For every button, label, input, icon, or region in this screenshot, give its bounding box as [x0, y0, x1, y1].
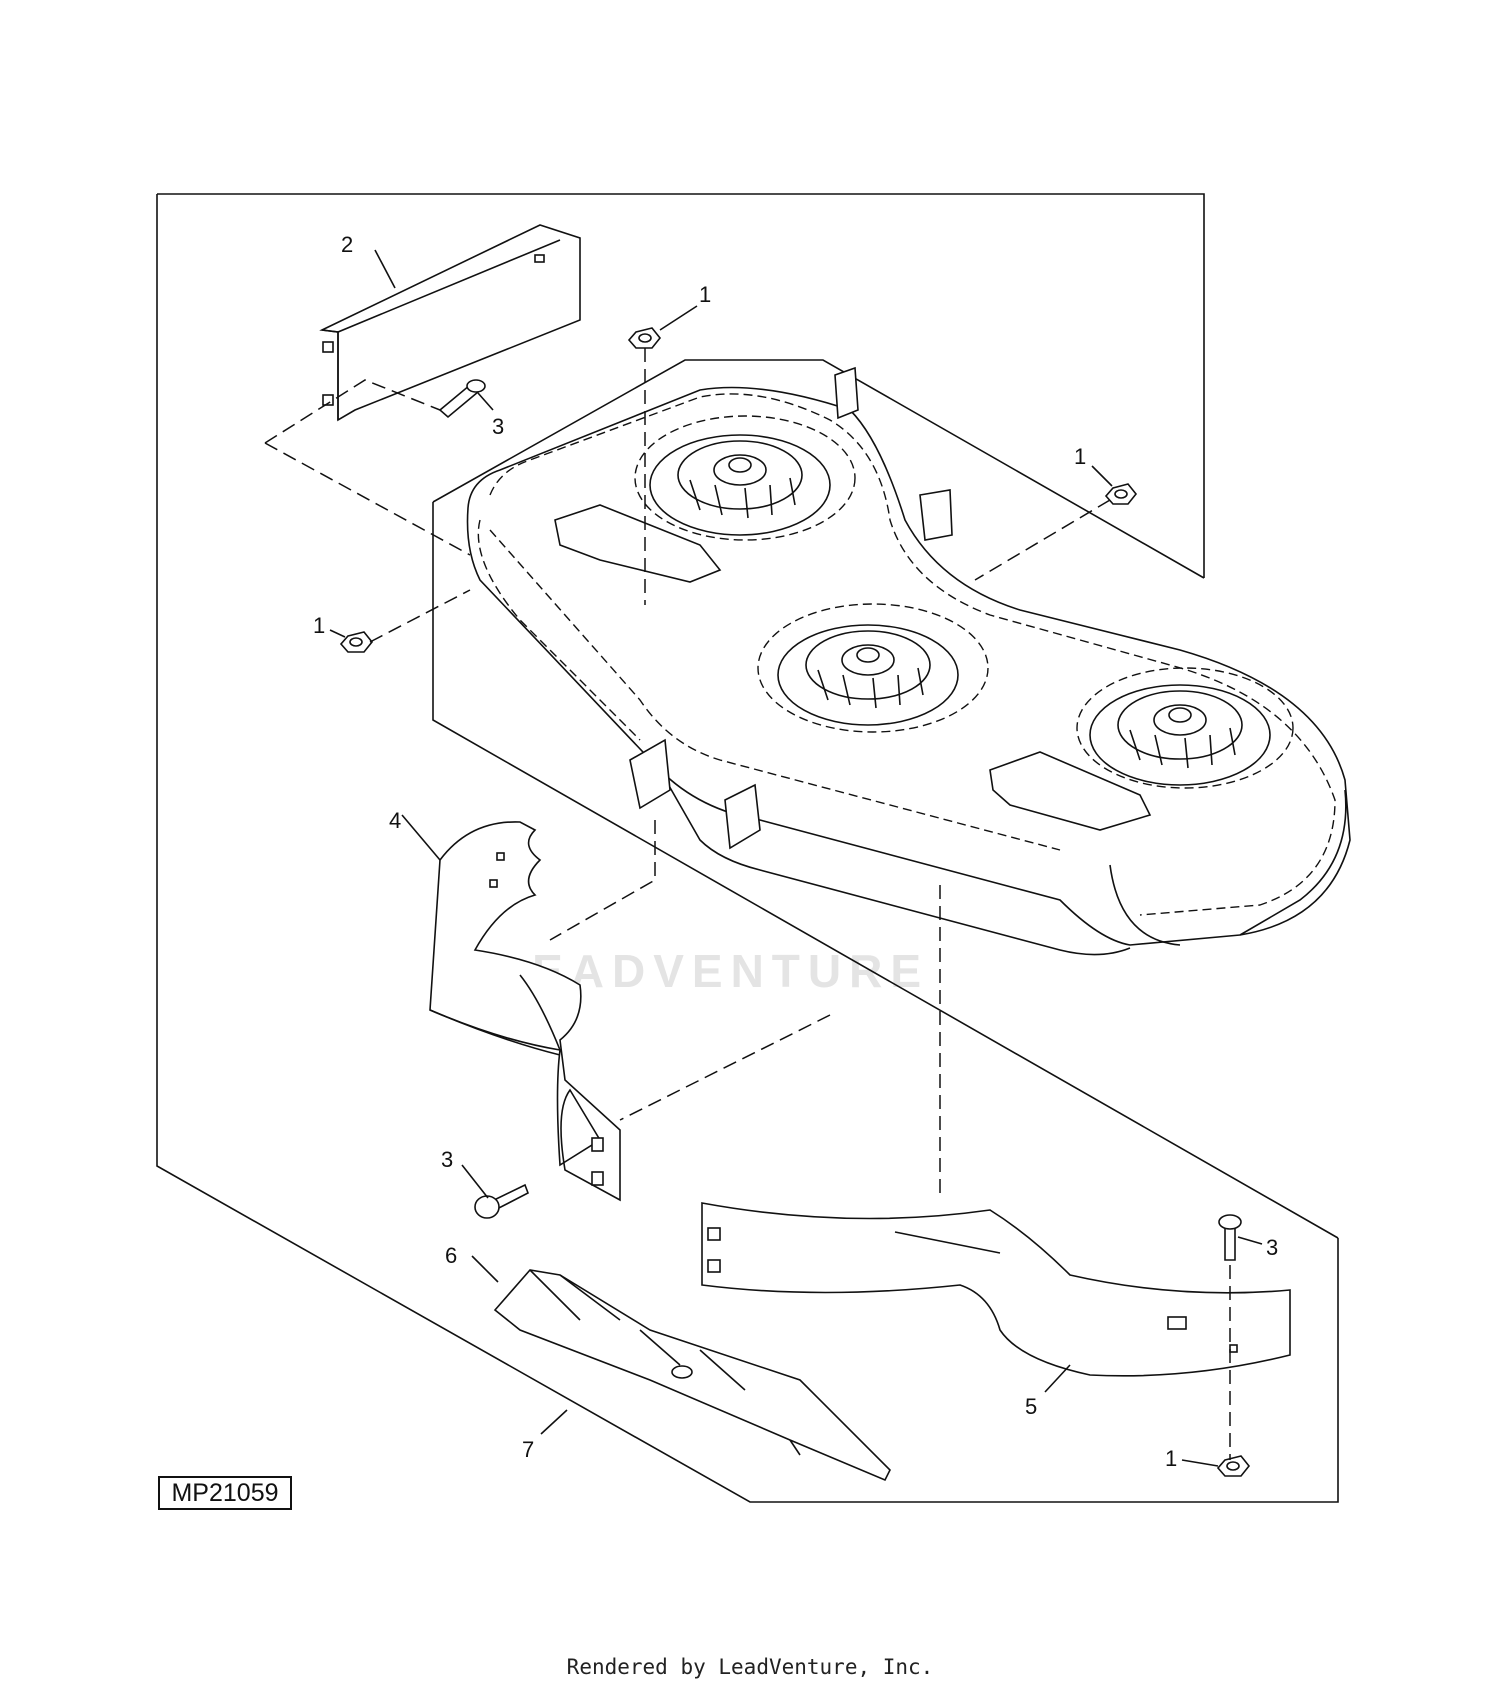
callout-1-right: 1 [1074, 444, 1086, 469]
callout-5: 5 [1025, 1394, 1037, 1419]
callout-3-upper: 3 [492, 414, 504, 439]
callout-1-left: 1 [313, 613, 325, 638]
footer-credit: Rendered by LeadVenture, Inc. [566, 1655, 934, 1679]
baffle-right [701, 1202, 1291, 1377]
bolt-right [1218, 1214, 1242, 1261]
nut-left [339, 631, 374, 653]
diagram-id-label: MP21059 [158, 1476, 292, 1510]
callout-2: 2 [341, 232, 353, 257]
baffle-left [429, 821, 621, 1202]
mower-blade [493, 1269, 891, 1482]
nut-bottom [1216, 1455, 1251, 1477]
callout-3-right: 3 [1266, 1235, 1278, 1260]
leader-lines [329, 249, 1263, 1467]
callout-4: 4 [389, 808, 401, 833]
callout-7: 7 [522, 1437, 534, 1462]
right-spindle [1076, 667, 1294, 789]
callout-1-top: 1 [699, 282, 711, 307]
middle-spindle [757, 603, 989, 733]
bracket-part [319, 224, 581, 422]
assembly-lines [264, 348, 1231, 1460]
nut-top [627, 327, 662, 349]
callout-6: 6 [445, 1243, 457, 1268]
assembly-frame [156, 193, 1339, 1503]
bolt-lower [474, 1183, 529, 1219]
nut-right [1104, 483, 1138, 505]
bolt-upper [438, 379, 486, 419]
deck-brackets [554, 366, 1152, 850]
callout-3-lower: 3 [441, 1147, 453, 1172]
left-spindle [634, 415, 856, 541]
callout-1-bottom: 1 [1165, 1446, 1177, 1471]
